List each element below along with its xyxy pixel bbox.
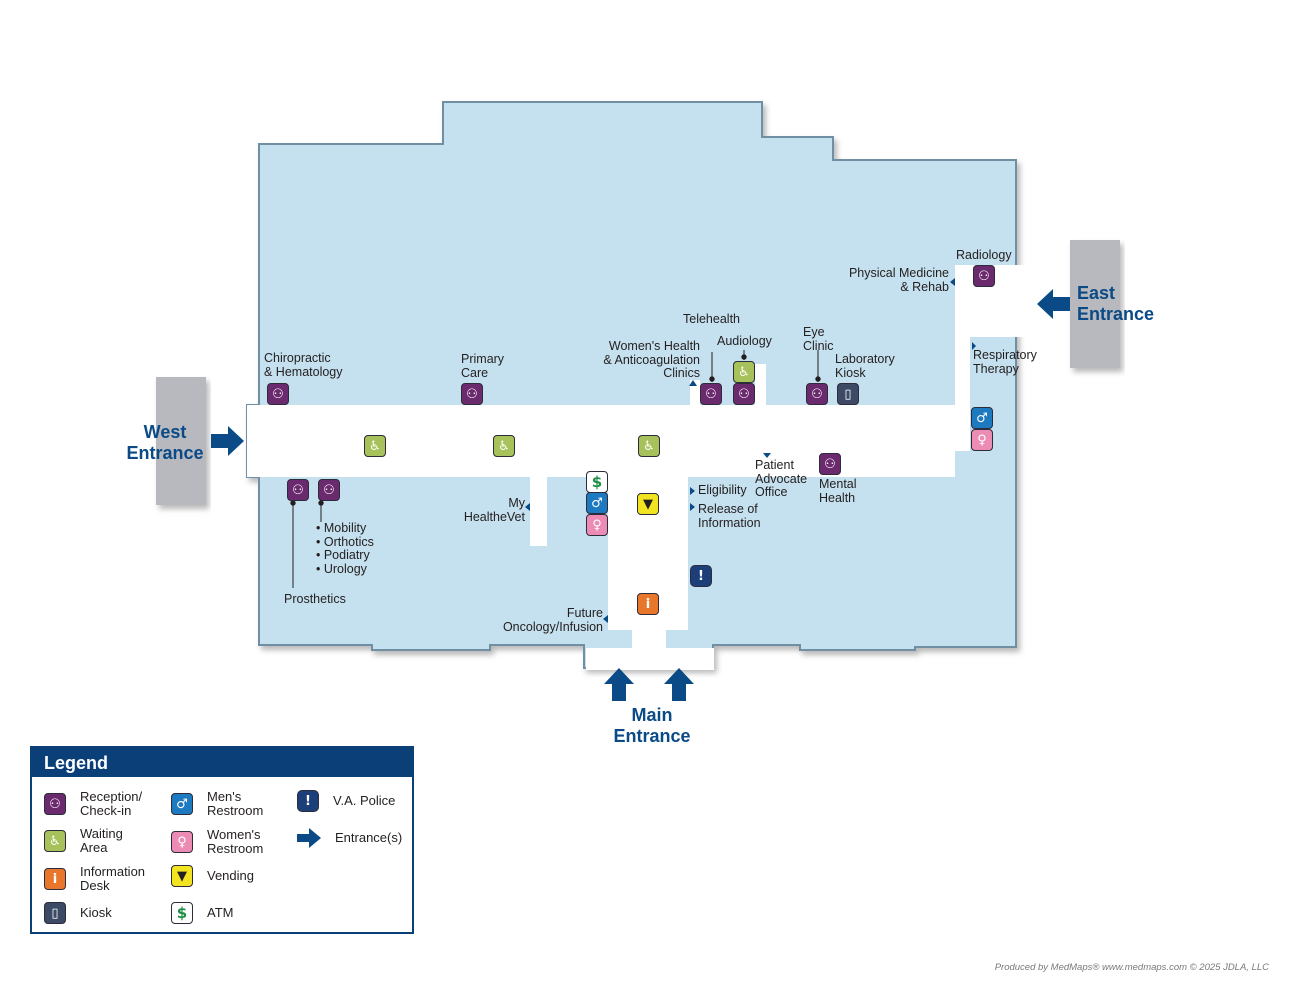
atm-icon: $ [586, 471, 608, 493]
legend-label: Entrance(s) [335, 830, 403, 845]
west-entrance-block [156, 377, 206, 505]
respiratory-therapy-label: Respiratory Therapy [973, 348, 1037, 376]
leader-lines [290, 350, 821, 588]
legend-label: Vending [207, 868, 254, 883]
reception-icon: ⚇ [819, 453, 841, 475]
womens-restroom-icon: ♀ [586, 514, 608, 536]
eligibility-label: Eligibility [698, 483, 747, 497]
legend-item-entrance: Entrance(s) [297, 827, 402, 849]
corridors [247, 265, 1056, 670]
information-desk-icon: i [44, 868, 66, 890]
reception-icon: ⚇ [44, 793, 66, 815]
va-police-icon: ! [690, 565, 712, 587]
reception-icon: ⚇ [267, 383, 289, 405]
vending-icon: ▼ [637, 493, 659, 515]
east-entrance-label: East Entrance [1077, 283, 1155, 324]
chiropractic-label: Chiropractic & Hematology [264, 351, 343, 379]
waiting-area-icon: ♿ [493, 435, 515, 457]
my-healthevet-label: My HealtheVet [463, 496, 525, 524]
womens-restroom-icon: ♀ [971, 429, 993, 451]
reception-icon: ⚇ [461, 383, 483, 405]
legend: Legend ⚇ Reception/ Check-in ♿ Waiting A… [30, 746, 414, 934]
release-of-information-label: Release of Information [698, 502, 761, 530]
legend-item-information: i Information Desk [44, 865, 145, 893]
entrance-arrow-icon [297, 828, 321, 848]
radiology-label: Radiology [956, 248, 1012, 262]
mens-restroom-icon: ♂ [171, 793, 193, 815]
vending-icon: ▼ [171, 865, 193, 887]
eye-clinic-label: Eye Clinic [803, 325, 834, 353]
main-entrance-arrow-left [604, 668, 634, 701]
main-entrance-arrow-right [664, 668, 694, 701]
primary-care-label: Primary Care [461, 352, 505, 380]
telehealth-label: Telehealth [683, 312, 740, 326]
waiting-area-icon: ♿ [44, 830, 66, 852]
building-outline [246, 101, 1017, 669]
oncology-infusion-label: Future Oncology/Infusion [502, 606, 603, 634]
mental-health-label: Mental Health [819, 477, 857, 505]
legend-item-kiosk: ▯ Kiosk [44, 902, 112, 924]
atm-icon: $ [171, 902, 193, 924]
west-entrance-label: West Entrance [126, 422, 204, 463]
legend-item-waiting: ♿ Waiting Area [44, 827, 123, 855]
west-entrance-arrow [211, 426, 244, 456]
legend-label: ATM [207, 905, 234, 920]
east-entrance-arrow [1037, 289, 1070, 319]
legend-item-vending: ▼ Vending [171, 865, 254, 887]
reception-icon: ⚇ [318, 479, 340, 501]
reception-icon: ⚇ [973, 265, 995, 287]
patient-advocate-label: Patient Advocate Office [755, 458, 808, 499]
kiosk-icon: ▯ [44, 902, 66, 924]
waiting-area-icon: ♿ [364, 435, 386, 457]
physical-medicine-label: Physical Medicine & Rehab [848, 266, 949, 294]
legend-item-womens-restroom: ♀ Women's Restroom [171, 828, 263, 856]
prosthetics-label: Prosthetics [284, 592, 346, 606]
legend-label: Information Desk [80, 864, 146, 893]
reception-icon: ⚇ [287, 479, 309, 501]
reception-icon: ⚇ [806, 383, 828, 405]
legend-label: Kiosk [80, 905, 112, 920]
womens-restroom-icon: ♀ [171, 831, 193, 853]
audiology-label: Audiology [717, 334, 772, 348]
womens-health-label: Women's Health & Anticoagulation Clinics [603, 339, 700, 380]
waiting-area-icon: ♿ [733, 361, 755, 383]
legend-label: Reception/ Check-in [80, 789, 143, 818]
legend-item-reception: ⚇ Reception/ Check-in [44, 790, 142, 818]
waiting-area-icon: ♿ [638, 435, 660, 457]
reception-icon: ⚇ [733, 383, 755, 405]
legend-header: Legend [32, 748, 412, 777]
reception-icon: ⚇ [700, 383, 722, 405]
legend-item-mens-restroom: ♂ Men's Restroom [171, 790, 263, 818]
legend-label: Women's Restroom [207, 827, 264, 856]
entrance-arrows [211, 289, 1070, 701]
main-entrance-label: Main Entrance [613, 705, 691, 746]
pointer-markers [525, 278, 976, 623]
mobility-services-list: • Mobility • Orthotics • Podiatry • Urol… [316, 521, 374, 576]
legend-item-atm: $ ATM [171, 902, 233, 924]
kiosk-icon: ▯ [837, 383, 859, 405]
credit-line: Produced by MedMaps® www.medmaps.com © 2… [994, 962, 1269, 973]
legend-label: Waiting Area [80, 826, 123, 855]
legend-label: V.A. Police [333, 793, 396, 808]
mens-restroom-icon: ♂ [971, 407, 993, 429]
legend-label: Men's Restroom [207, 789, 264, 818]
legend-item-police: ! V.A. Police [297, 790, 395, 812]
va-police-icon: ! [297, 790, 319, 812]
laboratory-kiosk-label: Laboratory Kiosk [835, 352, 895, 380]
legend-title: Legend [44, 753, 109, 773]
information-desk-icon: i [637, 593, 659, 615]
east-entrance-block [1070, 240, 1120, 368]
mens-restroom-icon: ♂ [586, 492, 608, 514]
